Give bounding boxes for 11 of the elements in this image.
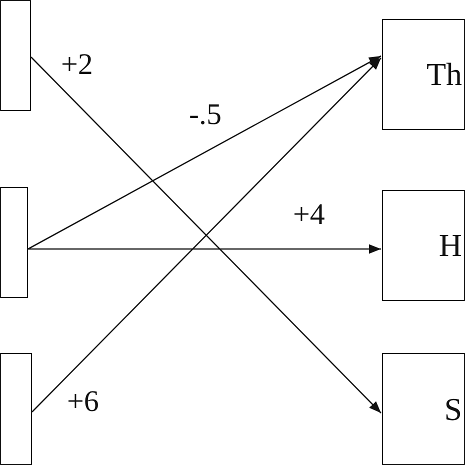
box-label: H [438, 227, 462, 264]
arrow [28, 55, 382, 250]
box-label: S [444, 390, 462, 428]
box-label: Th [426, 56, 462, 93]
factor-box [382, 353, 465, 465]
factor-box [382, 19, 465, 130]
empty-box [0, 353, 32, 465]
empty-box [0, 0, 31, 111]
empty-box [0, 187, 28, 298]
factor-box [382, 190, 465, 301]
arrow [28, 244, 381, 254]
